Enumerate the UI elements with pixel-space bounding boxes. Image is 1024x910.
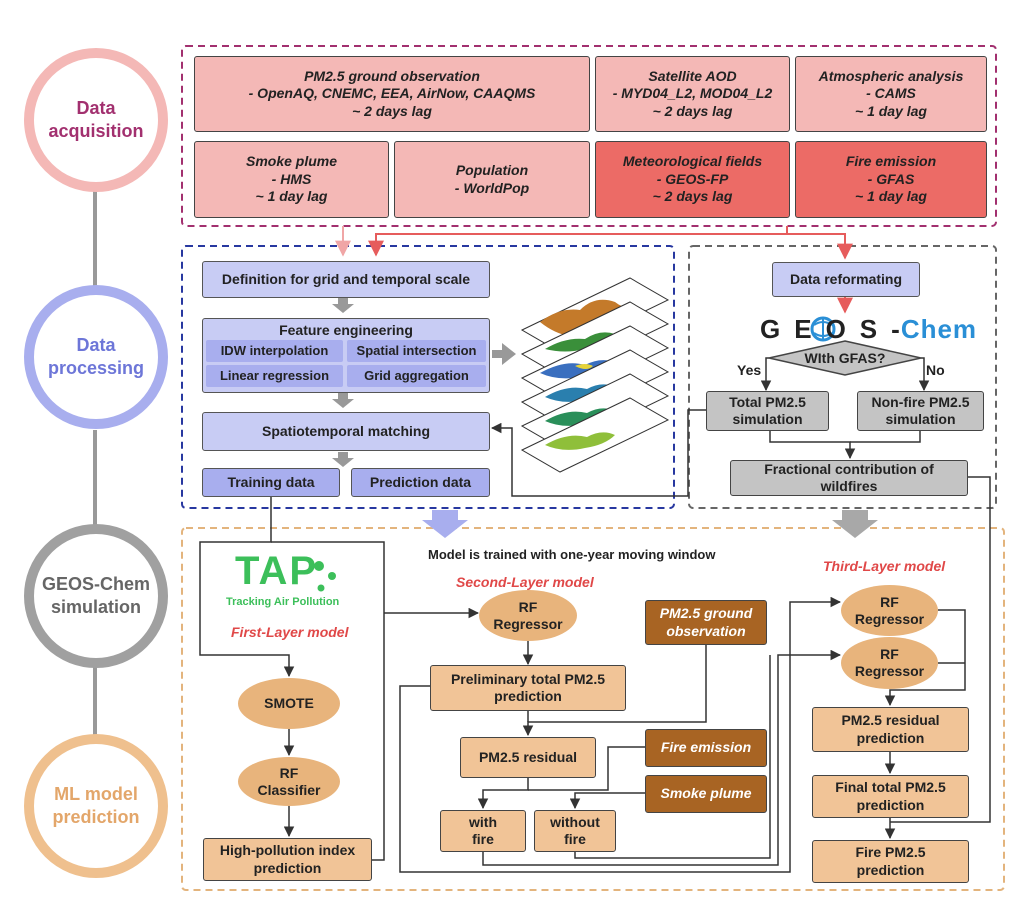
- arrow-acq-to-gc: [787, 233, 853, 260]
- fire-emission-input: Fire emission: [645, 729, 767, 767]
- stage-circle-acquisition: [24, 48, 168, 192]
- line-frac-to-fire: [890, 476, 991, 823]
- ml-frame: [181, 527, 1005, 891]
- fat-arrow-2: [332, 393, 354, 408]
- line-with-to-rf: [482, 649, 842, 866]
- stage-circle-prediction: [24, 734, 168, 878]
- moving-window-note: Model is trained with one-year moving wi…: [428, 547, 716, 562]
- smoke-plume-input: Smoke plume: [645, 775, 767, 813]
- smote-node: SMOTE: [238, 678, 340, 729]
- tap-logo: TAP: [235, 549, 319, 593]
- arrow-no: [918, 357, 930, 392]
- line-obs-to-residual: [522, 645, 707, 737]
- stacked-maps: [520, 277, 670, 473]
- stage-timeline: [24, 48, 168, 878]
- fire-emission-source: Fire emission- GFAS~ 1 day lag: [795, 141, 987, 218]
- grid-definition: Definition for grid and temporal scale: [202, 261, 490, 298]
- prediction-data: Prediction data: [351, 468, 490, 497]
- smoke-plume-source: Smoke plume- HMS~ 1 day lag: [194, 141, 389, 218]
- tap-logo-graphic: [314, 561, 336, 592]
- tap-subtitle: Tracking Air Pollution: [226, 596, 340, 608]
- yes-label: Yes: [737, 362, 762, 378]
- geoschem-logo: GEOS-Chem: [760, 314, 978, 344]
- feature-idw: IDW interpolation: [206, 340, 343, 362]
- pm25-obs-source: PM2.5 ground observation- OpenAQ, CNEMC,…: [194, 56, 590, 132]
- fat-arrow-gc-to-ml: [832, 510, 878, 538]
- decision-diamond: [768, 340, 922, 376]
- processing-frame: [181, 245, 675, 509]
- feature-linear-regression: Linear regression: [206, 365, 343, 387]
- fat-arrow-3: [332, 452, 354, 467]
- line-fireemission-to-with: [528, 746, 645, 791]
- satellite-aod-source: Satellite AOD- MYD04_L2, MOD04_L2~ 2 day…: [595, 56, 790, 132]
- arrow-yes: [760, 357, 772, 392]
- fat-arrow-maps: [492, 343, 516, 365]
- data-reformating: Data reformating: [772, 262, 920, 297]
- decision-label: WIth GFAS?: [804, 350, 886, 366]
- arrow-acq-to-proc-2: [368, 226, 788, 257]
- line-training-to-smote: [199, 497, 295, 678]
- fat-arrow-1: [332, 298, 354, 313]
- pm25-residual: PM2.5 residual: [460, 737, 596, 778]
- stage-circle-processing: [24, 285, 168, 429]
- arrow-total-to-matching: [490, 409, 706, 497]
- feature-grid-aggregation: Grid aggregation: [347, 365, 486, 387]
- arrow-total-to-frac: [769, 431, 856, 460]
- spatiotemporal-matching: Spatiotemporal matching: [202, 412, 490, 451]
- second-layer-title: Second-Layer model: [456, 574, 594, 590]
- line-hpi-to-rfr: [271, 541, 385, 861]
- line-smokeplume-to-without: [569, 792, 645, 810]
- first-layer-title: First-Layer model: [231, 624, 349, 640]
- line-residual-to-with: [477, 778, 529, 810]
- no-label: No: [926, 362, 945, 378]
- stage-circle-simulation: [24, 524, 168, 668]
- globe-icon: [810, 316, 836, 342]
- line-without-to-rf: [574, 655, 771, 859]
- arrow-nonfire-to-frac: [850, 431, 921, 443]
- population-source: Population- WorldPop: [394, 141, 590, 218]
- atmospheric-source: Atmospheric analysis- CAMS~ 1 day lag: [795, 56, 987, 132]
- line-rf1-out: [884, 609, 966, 707]
- third-layer-title: Third-Layer model: [823, 558, 946, 574]
- training-data: Training data: [202, 468, 340, 497]
- acquisition-frame: [181, 45, 997, 227]
- fat-arrow-proc-to-ml: [422, 510, 468, 538]
- meteorological-source: Meteorological fields- GEOS-FP~ 2 days l…: [595, 141, 790, 218]
- line-prelim-loop: [399, 596, 842, 873]
- feature-spatial-intersection: Spatial intersection: [347, 340, 486, 362]
